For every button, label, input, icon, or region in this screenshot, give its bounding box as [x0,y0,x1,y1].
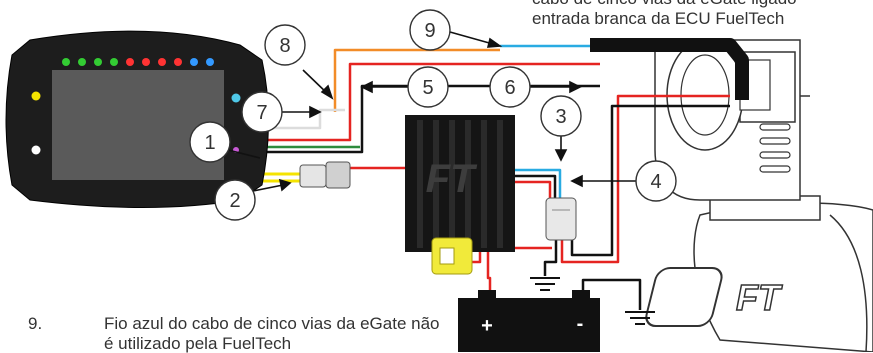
callout-markers: 9 8 5 6 7 1 2 3 [189,9,677,221]
dash-side-led [231,93,241,103]
dash-led [174,58,182,66]
svg-text:FT: FT [736,277,783,318]
dash-led [78,58,86,66]
egate-throttle-body: FT [645,39,873,352]
dash-connector [299,161,351,189]
callout-5-label: 5 [422,77,433,99]
fueltech-logo: FT [645,267,784,327]
callout-8: 8 [264,24,306,66]
egate-driver-module: FT [405,115,515,252]
callout-1: 1 [189,121,231,163]
bottom-note-line-2: é utilizado pela FuelTech [104,334,292,353]
wires [238,38,749,310]
top-note-line-2: entrada branca da ECU FuelTech [532,9,785,28]
callout-6-label: 6 [504,77,515,99]
callout-4: 4 [635,160,677,202]
dash-led [62,58,70,66]
callout-3-label: 3 [555,106,566,128]
callout-8-label: 8 [279,35,290,57]
callout-1-label: 1 [204,132,215,154]
svg-text:+: + [481,315,493,337]
callout-6: 6 [489,66,531,108]
callout-4-label: 4 [650,171,661,193]
dash-side-led [31,145,41,155]
dash-side-led [31,91,41,101]
top-note-line-1: cabo de cinco vias da eGate ligado [532,0,797,8]
callout-7-label: 7 [256,102,267,124]
bottom-note-line-1: Fio azul do cabo de cinco vias da eGate … [104,314,440,333]
callout-arrows [227,31,638,193]
ground-icon [530,277,560,291]
callout-9-label: 9 [424,20,435,42]
callout-2-label: 2 [229,190,240,212]
dash-led [126,58,134,66]
callout-5: 5 [407,66,449,108]
dash-led-row [62,58,214,66]
dash-display [5,30,269,208]
callout-2: 2 [214,179,256,221]
dash-led [110,58,118,66]
callout-7: 7 [241,91,283,133]
callout-9: 9 [409,9,451,51]
ground-icon [625,311,655,325]
dash-led [206,58,214,66]
svg-text:FT: FT [426,157,478,201]
svg-text:-: - [577,313,584,335]
dash-led [94,58,102,66]
callout-3: 3 [540,95,582,137]
battery: + - [458,290,600,352]
dash-led [158,58,166,66]
dash-led [142,58,150,66]
bottom-note-number: 9. [28,314,43,333]
dash-led [190,58,198,66]
fuse [431,237,473,275]
inline-relay [545,197,577,241]
